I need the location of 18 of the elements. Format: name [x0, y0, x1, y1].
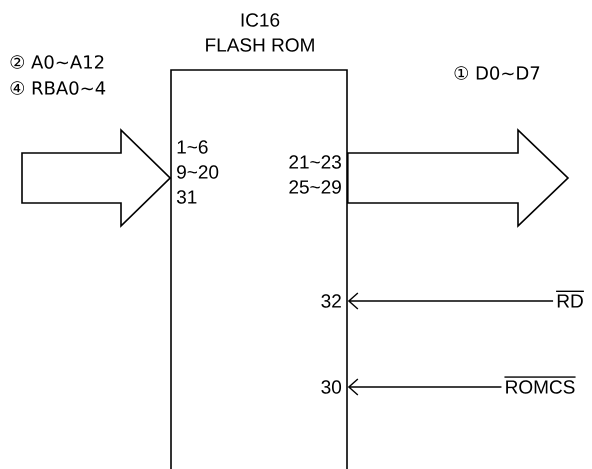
signal-name: RD — [556, 290, 584, 308]
pin-number: 30 — [321, 380, 342, 394]
pin-number: 31 — [176, 190, 196, 204]
pin-number: 1~6 — [178, 140, 208, 154]
bus-arrow — [347, 128, 570, 228]
signal-label: ① D0~D7 — [454, 66, 540, 80]
arrow — [348, 378, 502, 396]
signal-label: ④ RBA0~4 — [10, 81, 106, 95]
pin-number: 25~29 — [289, 180, 341, 194]
chip-label: FLASH ROM — [206, 38, 314, 52]
signal-label: ② A0~A12 — [10, 55, 104, 69]
pin-number: 32 — [321, 294, 341, 308]
pin-number: 9~20 — [177, 165, 218, 179]
chip-label: IC16 — [242, 13, 280, 27]
signal-name: ROMCS — [504, 376, 576, 394]
arrow — [348, 292, 554, 310]
pin-number: 21~23 — [289, 155, 341, 169]
bus-arrow — [21, 128, 172, 228]
